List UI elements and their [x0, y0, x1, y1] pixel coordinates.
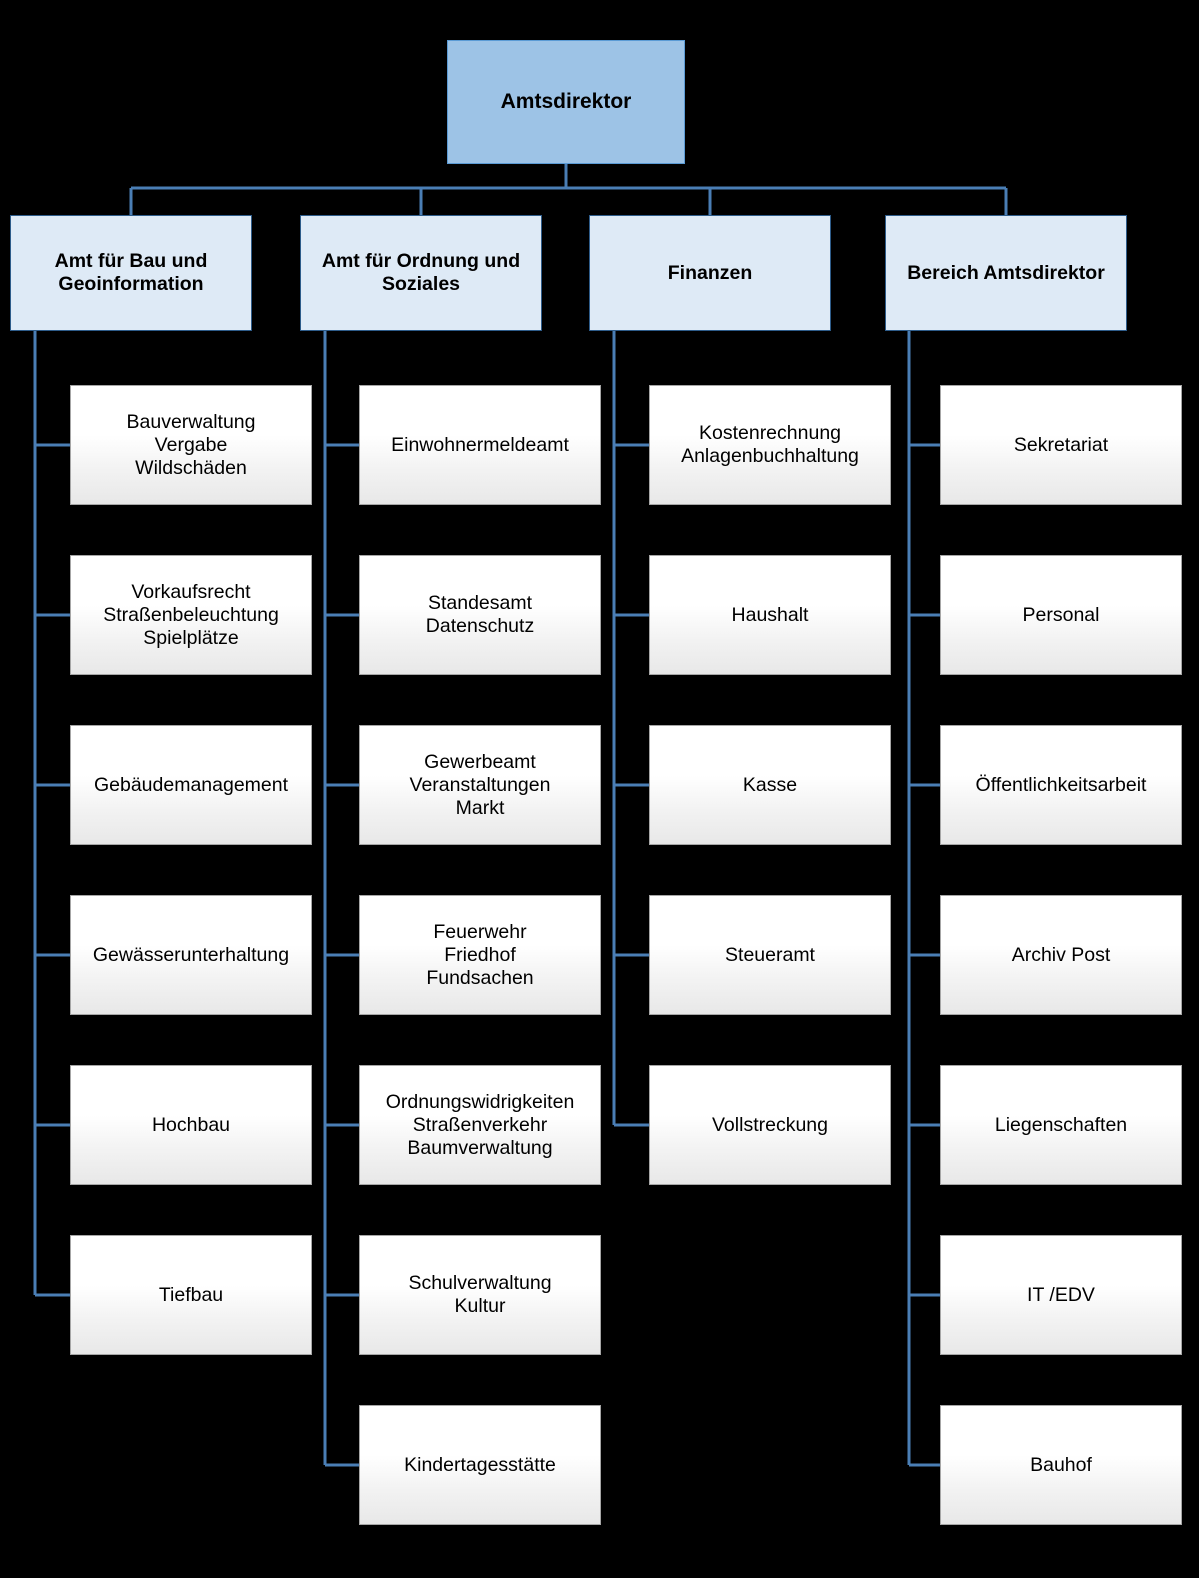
root-node-label: Amtsdirektor — [500, 89, 632, 113]
department-4-label: Bereich Amtsdirektor — [907, 261, 1105, 284]
leaf-node-1-3[interactable]: Gebäudemanagement — [70, 725, 312, 845]
leaf-node-4-4-label: Archiv Post — [1011, 943, 1111, 966]
leaf-node-4-6-label: IT /EDV — [1027, 1283, 1095, 1306]
root-node[interactable]: Amtsdirektor — [447, 40, 685, 164]
leaf-node-4-6[interactable]: IT /EDV — [940, 1235, 1182, 1355]
leaf-node-1-3-label: Gebäudemanagement — [93, 773, 289, 796]
leaf-node-4-7-label: Bauhof — [1030, 1453, 1092, 1476]
leaf-node-4-5-label: Liegenschaften — [994, 1113, 1128, 1136]
leaf-node-1-6[interactable]: Tiefbau — [70, 1235, 312, 1355]
department-3[interactable]: Finanzen — [589, 215, 831, 331]
leaf-node-3-2-label: Haushalt — [731, 603, 809, 626]
department-1-label: Amt für Bau und Geoinformation — [54, 250, 208, 295]
leaf-node-4-7[interactable]: Bauhof — [940, 1405, 1182, 1525]
leaf-node-3-4-label: Steueramt — [725, 943, 815, 966]
leaf-node-1-4-label: Gewässerunterhaltung — [92, 943, 290, 966]
department-4[interactable]: Bereich Amtsdirektor — [885, 215, 1127, 331]
leaf-node-4-1-label: Sekretariat — [1013, 433, 1109, 456]
leaf-node-1-4[interactable]: Gewässerunterhaltung — [70, 895, 312, 1015]
leaf-node-1-5-label: Hochbau — [151, 1113, 231, 1136]
department-2-label: Amt für Ordnung und Soziales — [321, 250, 521, 295]
leaf-node-2-7[interactable]: Kindertagesstätte — [359, 1405, 601, 1525]
leaf-node-2-1[interactable]: Einwohnermeldeamt — [359, 385, 601, 505]
leaf-node-3-5[interactable]: Vollstreckung — [649, 1065, 891, 1185]
department-2[interactable]: Amt für Ordnung und Soziales — [300, 215, 542, 331]
department-1[interactable]: Amt für Bau und Geoinformation — [10, 215, 252, 331]
leaf-node-3-3-label: Kasse — [742, 773, 798, 796]
leaf-node-3-2[interactable]: Haushalt — [649, 555, 891, 675]
leaf-node-4-5[interactable]: Liegenschaften — [940, 1065, 1182, 1185]
leaf-node-4-4[interactable]: Archiv Post — [940, 895, 1182, 1015]
leaf-node-2-1-label: Einwohnermeldeamt — [391, 433, 569, 456]
leaf-node-3-5-label: Vollstreckung — [712, 1113, 828, 1136]
leaf-node-3-4[interactable]: Steueramt — [649, 895, 891, 1015]
leaf-node-4-3[interactable]: Öffentlichkeitsarbeit — [940, 725, 1182, 845]
department-3-label: Finanzen — [667, 261, 753, 284]
leaf-node-2-7-label: Kindertagesstätte — [404, 1453, 556, 1476]
leaf-node-4-2[interactable]: Personal — [940, 555, 1182, 675]
leaf-node-4-3-label: Öffentlichkeitsarbeit — [975, 773, 1147, 796]
leaf-node-4-1[interactable]: Sekretariat — [940, 385, 1182, 505]
leaf-node-1-6-label: Tiefbau — [158, 1283, 224, 1306]
leaf-node-1-5[interactable]: Hochbau — [70, 1065, 312, 1185]
leaf-node-3-3[interactable]: Kasse — [649, 725, 891, 845]
leaf-node-4-2-label: Personal — [1022, 603, 1100, 626]
